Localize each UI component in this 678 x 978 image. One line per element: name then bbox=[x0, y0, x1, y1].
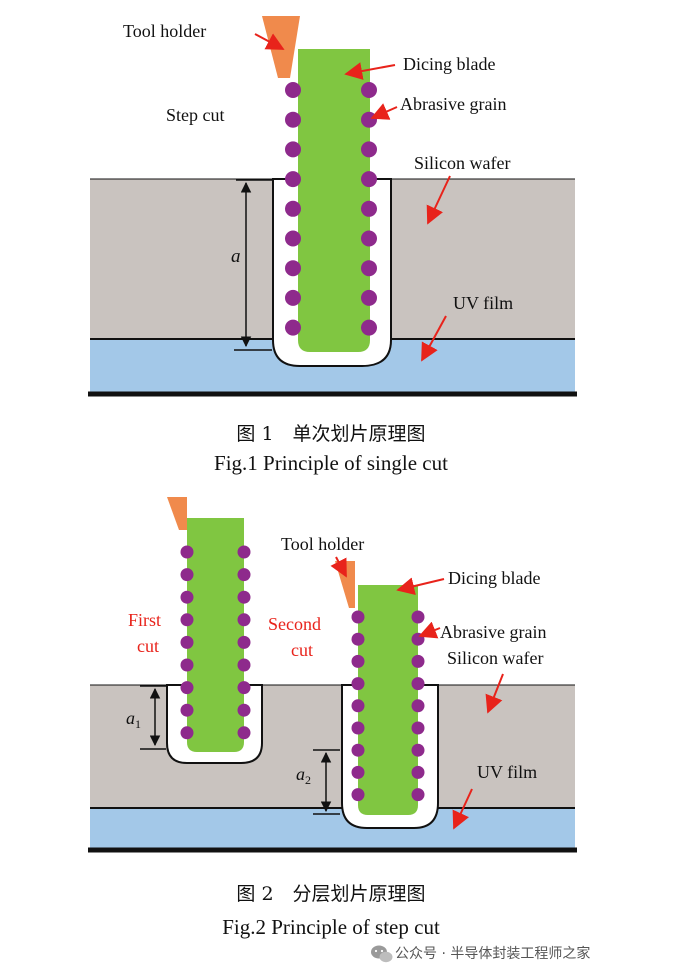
abrasive-grain bbox=[361, 319, 377, 336]
abrasive-grains-second bbox=[351, 610, 425, 802]
label-silicon-wafer: Silicon wafer bbox=[414, 153, 510, 173]
abrasive-grain bbox=[285, 319, 301, 336]
label-dicing-blade: Dicing blade bbox=[403, 54, 495, 74]
label-tool-holder: Tool holder bbox=[123, 21, 206, 41]
label-uv-film: UV film bbox=[477, 762, 537, 782]
abrasive-grain bbox=[411, 788, 425, 802]
abrasive-grain bbox=[285, 230, 301, 247]
abrasive-grain bbox=[180, 613, 194, 627]
abrasive-grain bbox=[237, 658, 251, 672]
label-step-cut: Step cut bbox=[166, 105, 225, 125]
label-silicon-wafer: Silicon wafer bbox=[447, 648, 543, 668]
abrasive-grain bbox=[411, 610, 425, 624]
caption-cn: 图 2 分层划片原理图 bbox=[236, 883, 425, 905]
arrow-tool-holder bbox=[330, 556, 347, 578]
abrasive-grain bbox=[237, 590, 251, 604]
abrasive-grain bbox=[351, 743, 365, 757]
figure-1: a Tool holder Dicing blade Step cut Abra… bbox=[88, 16, 577, 475]
arrow-abrasive-grain bbox=[418, 621, 441, 639]
abrasive-grain bbox=[285, 200, 301, 217]
abrasive-grain bbox=[180, 635, 194, 649]
caption-en: Fig.1 Principle of single cut bbox=[214, 451, 448, 475]
abrasive-grain bbox=[180, 590, 194, 604]
abrasive-grain bbox=[361, 200, 377, 217]
tool-holder-second bbox=[335, 561, 355, 608]
watermark: 公众号 · 半导体封装工程师之家 bbox=[371, 945, 590, 963]
label-uv-film: UV film bbox=[453, 293, 513, 313]
label-abrasive-grain: Abrasive grain bbox=[440, 622, 546, 642]
abrasive-grain bbox=[285, 111, 301, 128]
abrasive-grain bbox=[361, 230, 377, 247]
abrasive-grain bbox=[361, 171, 377, 188]
abrasive-grain bbox=[351, 765, 365, 779]
arrow-uv-film bbox=[452, 788, 473, 830]
abrasive-grain bbox=[411, 699, 425, 713]
depth2-label: a2 bbox=[296, 764, 311, 787]
abrasive-grain bbox=[180, 703, 194, 717]
arrow-abrasive-grain bbox=[370, 103, 398, 120]
arrow-uv-film bbox=[421, 315, 447, 362]
abrasive-grain bbox=[237, 681, 251, 695]
abrasive-grain bbox=[285, 260, 301, 277]
dicing-blade-first bbox=[187, 518, 244, 752]
silicon-wafer-layer bbox=[90, 685, 575, 808]
abrasive-grain bbox=[411, 765, 425, 779]
abrasive-grain bbox=[285, 141, 301, 158]
abrasive-grain bbox=[411, 677, 425, 691]
abrasive-grain bbox=[351, 788, 365, 802]
abrasive-grain bbox=[351, 610, 365, 624]
arrow-silicon-wafer bbox=[426, 175, 451, 225]
dicing-blade-second bbox=[358, 585, 418, 815]
depth1-label: a1 bbox=[126, 708, 141, 731]
abrasive-grain bbox=[411, 654, 425, 668]
abrasive-grain bbox=[361, 82, 377, 98]
abrasive-grain bbox=[237, 613, 251, 627]
abrasive-grain bbox=[411, 721, 425, 735]
depth-label: a bbox=[231, 246, 241, 267]
label-dicing-blade: Dicing blade bbox=[448, 568, 540, 588]
caption-cn: 图 1 单次划片原理图 bbox=[236, 423, 425, 445]
arrow-dicing-blade bbox=[396, 577, 445, 595]
abrasive-grain bbox=[361, 260, 377, 277]
abrasive-grain bbox=[237, 568, 251, 582]
dicing-blade bbox=[298, 49, 370, 352]
abrasive-grain bbox=[361, 289, 377, 306]
abrasive-grain bbox=[351, 699, 365, 713]
abrasive-grain bbox=[237, 703, 251, 717]
abrasive-grain bbox=[180, 568, 194, 582]
label-abrasive-grain: Abrasive grain bbox=[400, 94, 506, 114]
arrow-tool-holder bbox=[254, 33, 285, 50]
abrasive-grain bbox=[351, 721, 365, 735]
arrow-dicing-blade bbox=[344, 62, 396, 80]
tool-holder-first bbox=[167, 497, 187, 530]
abrasive-grain bbox=[180, 658, 194, 672]
abrasive-grain bbox=[361, 141, 377, 158]
abrasive-grain bbox=[237, 545, 251, 559]
abrasive-grain bbox=[351, 654, 365, 668]
abrasive-grain bbox=[361, 111, 377, 128]
abrasive-grain bbox=[237, 635, 251, 649]
abrasive-grains-first bbox=[180, 545, 251, 740]
watermark-text: 公众号 · 半导体封装工程师之家 bbox=[395, 945, 590, 962]
abrasive-grain bbox=[237, 726, 251, 740]
label-tool-holder: Tool holder bbox=[281, 534, 364, 554]
abrasive-grain bbox=[411, 743, 425, 757]
abrasive-grain bbox=[285, 289, 301, 306]
abrasive-grain bbox=[180, 726, 194, 740]
wechat-icon bbox=[371, 945, 393, 963]
abrasive-grain bbox=[180, 681, 194, 695]
abrasive-grain bbox=[351, 632, 365, 646]
abrasive-grain bbox=[285, 171, 301, 188]
abrasive-grain bbox=[351, 677, 365, 691]
caption-en: Fig.2 Principle of step cut bbox=[222, 915, 440, 939]
abrasive-grain bbox=[180, 545, 194, 559]
abrasive-grain bbox=[285, 82, 301, 98]
arrow-silicon-wafer bbox=[485, 673, 504, 714]
